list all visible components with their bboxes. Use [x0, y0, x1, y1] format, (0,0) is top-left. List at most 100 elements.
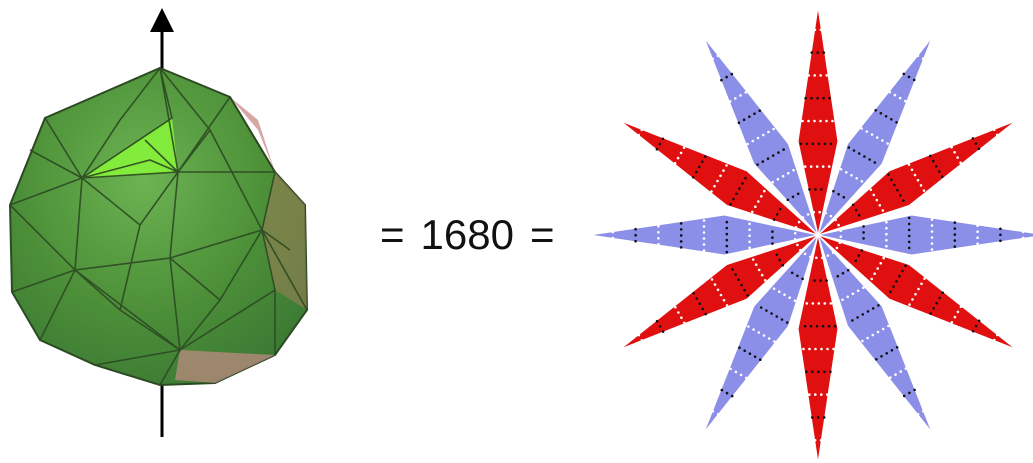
star-dot: [867, 310, 870, 313]
star-dot: [920, 184, 923, 187]
star-dot: [953, 151, 956, 154]
star-dot: [746, 143, 749, 146]
star-dot: [882, 209, 885, 212]
star-dot: [771, 236, 774, 239]
star-dot: [721, 389, 724, 392]
star-dot: [807, 74, 810, 77]
star-dot: [931, 230, 934, 233]
star-dot: [914, 293, 917, 296]
star-dot: [767, 157, 770, 160]
star-dot: [747, 325, 750, 328]
star-dot: [792, 169, 795, 172]
star-dot: [891, 349, 894, 352]
star-dot: [818, 211, 821, 214]
star-dot: [680, 222, 683, 225]
star-dot: [978, 320, 981, 323]
star-dot: [773, 340, 776, 343]
star-dot: [876, 136, 879, 139]
star-dot: [811, 371, 814, 374]
star-dot: [765, 309, 768, 312]
star-dot: [817, 416, 820, 419]
star-dot: [657, 225, 660, 228]
star-dot: [701, 160, 704, 163]
star-dot: [820, 393, 823, 396]
star-dot: [858, 152, 861, 155]
star-dot: [811, 416, 814, 419]
star-dot: [901, 270, 904, 273]
star-dot: [767, 131, 770, 134]
star-dot: [703, 237, 706, 240]
star-dot: [911, 298, 914, 301]
star-dot: [975, 142, 978, 145]
star-dot: [960, 306, 963, 309]
star-dot: [999, 228, 1002, 231]
star-dot: [840, 229, 843, 232]
star-dot: [819, 279, 822, 282]
star-dot: [794, 299, 797, 302]
star-dot: [902, 199, 905, 202]
star-dot: [735, 193, 738, 196]
star-dot: [899, 97, 902, 100]
star-dot: [830, 302, 833, 305]
star-dot: [725, 76, 728, 79]
star-dot: [656, 148, 659, 151]
star-dot: [830, 215, 833, 218]
star-dot: [908, 163, 911, 166]
star-dot: [880, 112, 883, 115]
star-dot: [951, 321, 954, 324]
star-dot: [828, 325, 831, 328]
star-dot: [853, 149, 856, 152]
star-dot: [976, 224, 979, 227]
star-dot: [905, 367, 908, 370]
star-icon: [590, 7, 1033, 463]
star-dot: [922, 410, 925, 413]
star-dot: [872, 307, 875, 310]
star-dot: [806, 143, 809, 146]
star-dot: [680, 234, 683, 237]
star-dot: [894, 94, 897, 97]
star-dot: [720, 79, 723, 82]
star-dot: [899, 194, 902, 197]
star-dot: [680, 240, 683, 243]
star-dot: [908, 235, 911, 238]
star-dot: [726, 227, 729, 230]
star-dot: [931, 218, 934, 221]
star-dot: [954, 233, 957, 236]
star-dot: [726, 233, 729, 236]
star-dot: [752, 328, 755, 331]
star-dot: [861, 180, 864, 183]
star-dot: [758, 331, 761, 334]
star-dot: [657, 237, 660, 240]
star-dot: [783, 293, 786, 296]
star-dot: [885, 352, 888, 355]
star-dot: [823, 371, 826, 374]
star-dot: [882, 257, 885, 260]
star-dot: [826, 393, 829, 396]
star-dot: [674, 306, 677, 309]
star-dot: [776, 254, 779, 257]
star-dot: [846, 296, 849, 299]
star-dot: [757, 200, 760, 203]
star-dot: [722, 169, 725, 172]
star-dot: [957, 311, 960, 314]
star-dot: [748, 235, 751, 238]
star-dot: [824, 143, 827, 146]
star-dot: [657, 231, 660, 234]
star-dot: [820, 188, 823, 191]
star-dot: [741, 182, 744, 185]
star-dot: [857, 290, 860, 293]
star-dot: [768, 337, 771, 340]
star-dot: [954, 245, 957, 248]
star-dot: [871, 133, 874, 136]
star-dot: [804, 325, 807, 328]
star-dot: [787, 172, 790, 175]
star-dot: [797, 193, 800, 196]
star-dot: [787, 199, 790, 202]
star-dot: [827, 254, 830, 257]
equals-sign-right: =: [530, 211, 555, 258]
star-dot: [714, 283, 717, 286]
star-dot: [758, 109, 761, 112]
star-dot: [701, 308, 704, 311]
star-dot: [1022, 237, 1025, 240]
star-dot: [719, 175, 722, 178]
